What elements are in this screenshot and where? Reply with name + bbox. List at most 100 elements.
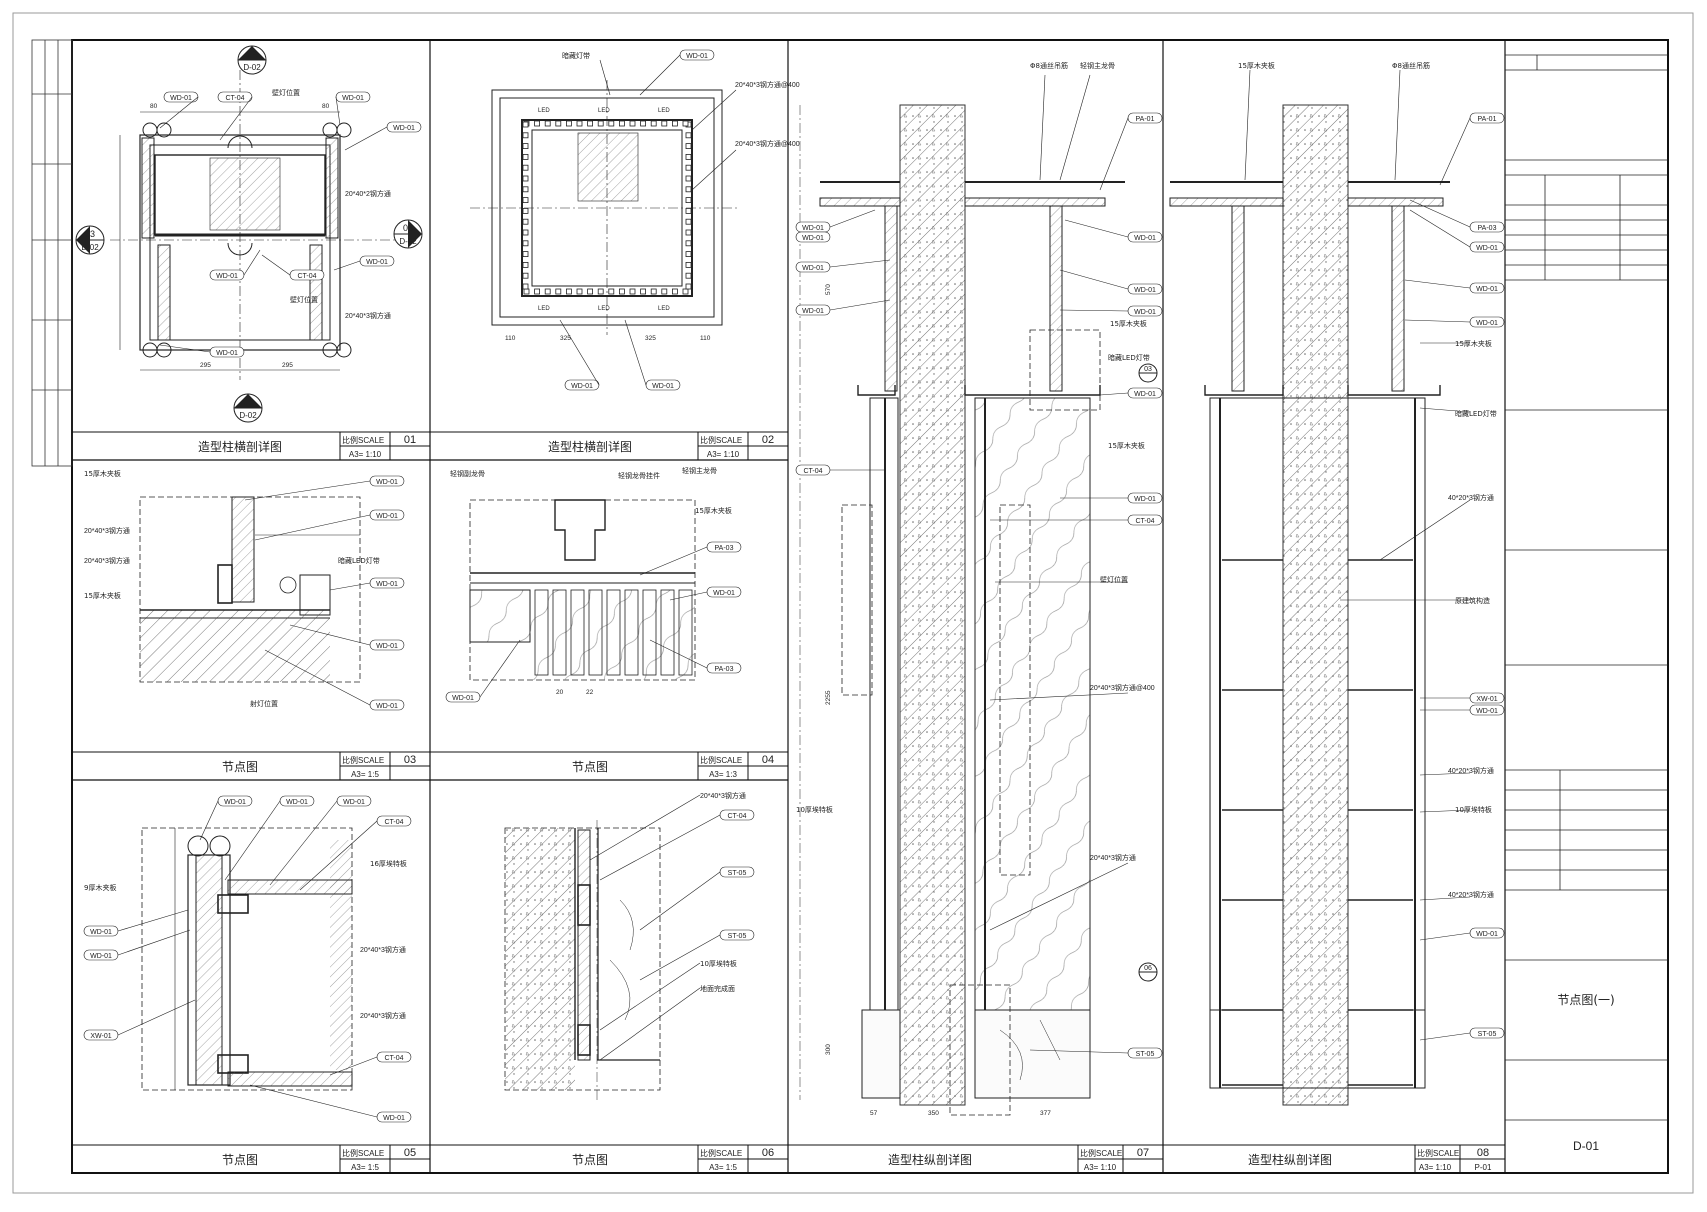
p07-note-steel: 20*40*3钢方通: [1090, 853, 1136, 862]
panel-04-title: 节点图: [572, 760, 608, 774]
p06-note-steel: 20*40*3钢方通: [700, 791, 746, 800]
panel-01-scale: A3= 1:10: [349, 450, 382, 459]
p08-note-plywood: 15厚木夹板: [1238, 61, 1275, 70]
p01-tag-wd01-b: WD-01: [342, 95, 364, 102]
p03-tag-wd01-e: WD-01: [376, 703, 398, 710]
p01-tag-wd01-f: WD-01: [216, 350, 238, 357]
p04-tag-wd01: WD-01: [713, 590, 735, 597]
led-stud: [685, 164, 692, 171]
section-mark-03-right: 03 D-02: [393, 219, 423, 249]
led-stud: [555, 288, 562, 295]
panel-03-scale: A3= 1:5: [351, 770, 379, 779]
p01-tag-wd01-e: WD-01: [366, 259, 388, 266]
led-stud: [685, 153, 692, 160]
p03-note-led-strip: 暗藏LED灯带: [338, 556, 380, 565]
panel-08-ref: P-01: [1475, 1163, 1492, 1172]
led-stud: [682, 288, 689, 295]
led-stud: [640, 288, 646, 295]
panel-07-title: 造型柱纵剖详图: [888, 1152, 972, 1167]
led-stud: [522, 175, 529, 182]
p05-tag-wd01-c: WD-01: [343, 799, 365, 806]
led-stud: [685, 197, 692, 204]
p08-tag-xw01: XW-01: [1476, 696, 1497, 703]
p06-tag-ct04: CT-04: [727, 813, 746, 820]
led-stud: [523, 288, 530, 295]
led-stud: [672, 120, 678, 127]
led-stud: [597, 120, 604, 127]
detail-03-node: [139, 496, 361, 683]
p01-tag-wd01-c: WD-01: [393, 125, 415, 132]
led-stud: [522, 153, 529, 160]
wood-slat: [570, 589, 585, 676]
detail-04-node: [469, 499, 696, 681]
led-stud: [682, 120, 689, 127]
p02-note-steel-b: 20*40*3钢方通@400: [735, 139, 800, 148]
p05-tag-wd01-b: WD-01: [286, 799, 308, 806]
p07-note-led: 暗藏LED灯带: [1108, 353, 1150, 362]
led-stud: [597, 288, 604, 295]
p05-tag-xw01: XW-01: [90, 1033, 111, 1040]
p02-note-steel-a: 20*40*3钢方通@400: [735, 80, 800, 89]
led-stud: [629, 120, 636, 127]
p07-tag-wd01-i: WD-01: [1134, 496, 1156, 503]
wood-slat: [624, 589, 639, 676]
panel-07-scale-label: 比例SCALE: [1080, 1148, 1122, 1158]
panel-03-scale-label: 比例SCALE: [342, 755, 384, 765]
d01-dim-c: 295: [282, 362, 293, 369]
detail-08-vertical-section: [1169, 104, 1450, 1106]
d02-led-label-5: LED: [598, 306, 610, 312]
panel-06-number: 06: [762, 1147, 774, 1159]
led-stud: [534, 120, 540, 127]
p08-note-steel-c: 40*20*3钢方通: [1448, 890, 1494, 899]
led-stud: [629, 288, 636, 295]
led-stud: [544, 120, 551, 127]
p07-tag-wd01-a: WD-01: [802, 225, 824, 232]
p01-tag-wd01-a: WD-01: [170, 95, 192, 102]
p03-tag-wd01-c: WD-01: [376, 581, 398, 588]
panel-02-scale-label: 比例SCALE: [700, 435, 742, 445]
led-stud: [672, 288, 678, 295]
panel-02-number: 02: [762, 434, 774, 446]
detail-08-steel-rungs: [1222, 559, 1413, 1086]
panel-04-number: 04: [762, 754, 774, 766]
p05-tag-wd01-a: WD-01: [224, 799, 246, 806]
p07-note-steel-400: 20*40*3钢方通@400: [1090, 683, 1155, 692]
p03-tag-wd01-d: WD-01: [376, 643, 398, 650]
p08-tag-pa03: PA-03: [1478, 225, 1497, 232]
led-stud: [522, 251, 529, 258]
p03-note-steel-a: 20*40*3钢方通: [84, 526, 130, 535]
d01-dim-d: 80: [322, 103, 330, 110]
d07-dim-c: 377: [1040, 1110, 1051, 1117]
p06-tag-st05-b: ST-05: [728, 933, 747, 940]
led-stud: [619, 120, 625, 127]
panel-05-number: 05: [404, 1147, 416, 1159]
panel-08-title: 造型柱纵剖详图: [1248, 1152, 1332, 1167]
led-stud: [522, 186, 529, 193]
led-stud: [685, 218, 692, 225]
d07-dim-b: 350: [928, 1110, 939, 1117]
wood-slat: [534, 589, 549, 676]
led-stud: [608, 288, 615, 295]
p01-tag-ct04-b: CT-04: [297, 273, 316, 280]
p04-note-plywood: 15厚木夹板: [695, 506, 732, 515]
led-stud: [685, 175, 692, 182]
p08-tag-pa01: PA-01: [1478, 116, 1497, 123]
led-stud: [522, 272, 529, 279]
p08-tag-wd01-b: WD-01: [1476, 286, 1498, 293]
p05-note-plywood-9: 9厚木夹板: [84, 883, 116, 892]
p07-note-rod: Φ8通丝吊筋: [1030, 61, 1068, 70]
svg-text:03: 03: [403, 223, 413, 233]
d07-dim-h2: 2255: [825, 690, 832, 705]
p07-note-plywood-a: 15厚木夹板: [1110, 319, 1147, 328]
d04-dim-a: 20: [556, 689, 564, 696]
title-strips: [72, 431, 1505, 1173]
p07-note-wall-light: 壁灯位置: [1100, 575, 1128, 584]
led-stud: [685, 186, 692, 193]
p05-tag-wd01-d: WD-01: [90, 929, 112, 936]
led-stud: [587, 288, 593, 295]
p02-tag-wd01-a: WD-01: [686, 53, 708, 60]
p04-note-sub-keel: 轻钢副龙骨: [450, 469, 485, 478]
svg-text:D-02: D-02: [239, 411, 257, 420]
led-stud: [522, 229, 529, 236]
